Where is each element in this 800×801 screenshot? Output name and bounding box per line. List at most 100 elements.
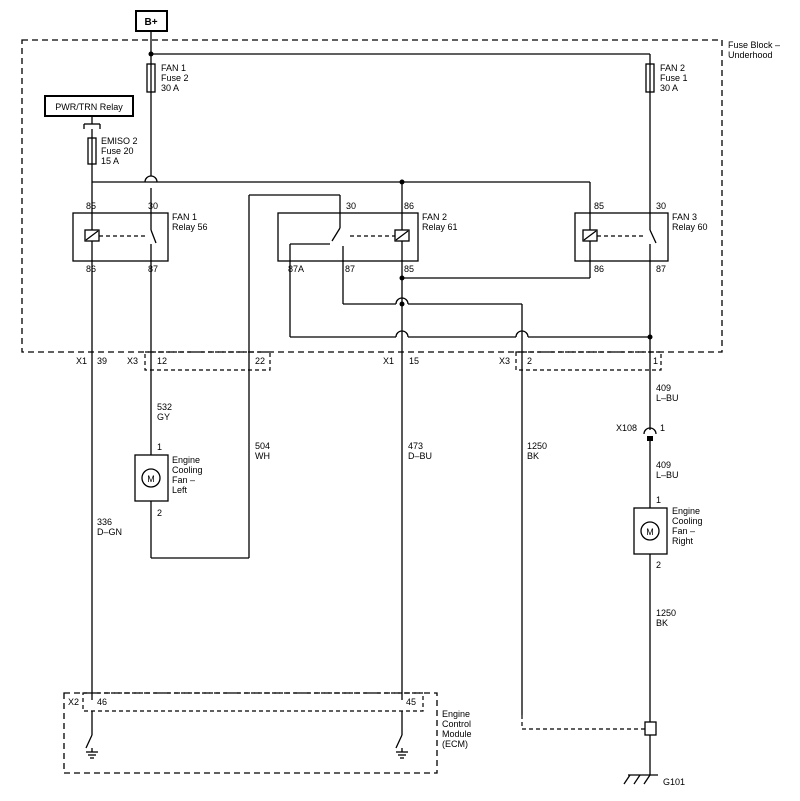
svg-text:Fan –: Fan – (672, 526, 695, 536)
svg-text:2: 2 (656, 560, 661, 570)
fan1-relay: 85 30 86 87 FAN 1 Relay 56 (72, 182, 208, 274)
power-label: B+ (144, 17, 157, 28)
svg-text:D–GN: D–GN (97, 527, 122, 537)
svg-text:M: M (147, 474, 155, 484)
svg-text:X3: X3 (499, 356, 510, 366)
connector-row: X1 39 X3 12 22 X1 15 X3 2 1 (76, 351, 662, 371)
fuse-block-label-2: Underhood (728, 50, 773, 60)
svg-text:532: 532 (157, 402, 172, 412)
svg-text:86: 86 (86, 264, 96, 274)
svg-text:FAN 3: FAN 3 (672, 212, 697, 222)
ecm: X2 46 45 Engine Control Module (ECM) (63, 692, 472, 774)
right-motor-circuit: 409 L–BU X108 1 409 L–BU M 1 2 Engine Co… (616, 340, 703, 775)
svg-text:87: 87 (656, 264, 666, 274)
svg-text:45: 45 (406, 697, 416, 707)
ground-dashed-return (521, 715, 645, 730)
svg-text:BK: BK (656, 618, 668, 628)
svg-text:12: 12 (157, 356, 167, 366)
svg-text:1: 1 (157, 442, 162, 452)
svg-text:473: 473 (408, 441, 423, 451)
svg-text:1: 1 (653, 356, 658, 366)
internal-wiring (248, 194, 653, 715)
svg-text:85: 85 (86, 201, 96, 211)
svg-text:46: 46 (97, 697, 107, 707)
fan3-relay: 85 30 86 87 FAN 3 Relay 60 (574, 92, 708, 340)
svg-text:15: 15 (409, 356, 419, 366)
svg-text:86: 86 (404, 201, 414, 211)
svg-text:Fuse 1: Fuse 1 (660, 73, 688, 83)
fan1-fuse: FAN 1 Fuse 2 30 A (146, 54, 189, 93)
pwr-trn-relay: PWR/TRN Relay (44, 95, 134, 117)
svg-text:Engine: Engine (672, 506, 700, 516)
svg-text:1250: 1250 (656, 608, 676, 618)
svg-text:86: 86 (594, 264, 604, 274)
svg-text:2: 2 (157, 508, 162, 518)
motor-left: M 1 2 Engine Cooling Fan – Left (134, 442, 249, 559)
svg-text:Fan –: Fan – (172, 475, 195, 485)
svg-text:GY: GY (157, 412, 170, 422)
svg-text:Cooling: Cooling (172, 465, 203, 475)
power-source: B+ (135, 10, 168, 32)
wire-532: 532 GY (150, 261, 172, 455)
svg-text:Fuse 2: Fuse 2 (161, 73, 189, 83)
svg-text:1250: 1250 (527, 441, 547, 451)
svg-text:2: 2 (527, 356, 532, 366)
svg-text:G101: G101 (663, 777, 685, 787)
svg-text:FAN 1: FAN 1 (161, 63, 186, 73)
svg-text:X1: X1 (383, 356, 394, 366)
ground-g101: G101 (623, 774, 685, 787)
svg-text:409: 409 (656, 383, 671, 393)
svg-text:X1: X1 (76, 356, 87, 366)
svg-text:336: 336 (97, 517, 112, 527)
svg-text:Fuse 20: Fuse 20 (101, 146, 134, 156)
svg-text:Cooling: Cooling (672, 516, 703, 526)
svg-text:Relay 56: Relay 56 (172, 222, 208, 232)
fan2-fuse: FAN 2 Fuse 1 30 A (645, 54, 688, 93)
svg-text:504: 504 (255, 441, 270, 451)
svg-text:30: 30 (148, 201, 158, 211)
svg-text:D–BU: D–BU (408, 451, 432, 461)
svg-text:BK: BK (527, 451, 539, 461)
wire-336: 336 D–GN (91, 261, 122, 700)
svg-text:1: 1 (656, 495, 661, 505)
svg-text:30: 30 (656, 201, 666, 211)
svg-text:39: 39 (97, 356, 107, 366)
b-plus-bus (148, 31, 650, 57)
svg-text:Relay 61: Relay 61 (422, 222, 458, 232)
svg-text:87A: 87A (288, 264, 304, 274)
svg-text:(ECM): (ECM) (442, 739, 468, 749)
svg-text:EMISO 2: EMISO 2 (101, 136, 138, 146)
svg-text:X2: X2 (68, 697, 79, 707)
svg-text:87: 87 (345, 264, 355, 274)
svg-text:PWR/TRN Relay: PWR/TRN Relay (55, 102, 123, 112)
fuse-block-label-1: Fuse Block – (728, 40, 780, 50)
svg-text:Relay 60: Relay 60 (672, 222, 708, 232)
svg-text:87: 87 (148, 264, 158, 274)
svg-text:L–BU: L–BU (656, 393, 679, 403)
relay-coil-bus (92, 92, 591, 213)
svg-text:1: 1 (660, 423, 665, 433)
svg-text:FAN 1: FAN 1 (172, 212, 197, 222)
svg-text:30 A: 30 A (161, 83, 179, 93)
svg-text:Left: Left (172, 485, 188, 495)
svg-text:30 A: 30 A (660, 83, 678, 93)
svg-text:85: 85 (404, 264, 414, 274)
svg-text:Engine: Engine (172, 455, 200, 465)
fan2-relay: 30 86 87A 87 85 FAN 2 Relay 61 (277, 182, 458, 278)
svg-text:FAN 2: FAN 2 (660, 63, 685, 73)
svg-text:M: M (646, 527, 654, 537)
svg-text:FAN 2: FAN 2 (422, 212, 447, 222)
emiso2-fuse: EMISO 2 Fuse 20 15 A (83, 116, 138, 182)
svg-text:Module: Module (442, 729, 472, 739)
svg-text:409: 409 (656, 460, 671, 470)
svg-text:WH: WH (255, 451, 270, 461)
svg-text:X3: X3 (127, 356, 138, 366)
svg-text:30: 30 (346, 201, 356, 211)
svg-text:22: 22 (255, 356, 265, 366)
fuse-block-boundary (21, 39, 723, 353)
svg-text:85: 85 (594, 201, 604, 211)
svg-text:Right: Right (672, 536, 694, 546)
svg-text:X108: X108 (616, 423, 637, 433)
svg-text:L–BU: L–BU (656, 470, 679, 480)
